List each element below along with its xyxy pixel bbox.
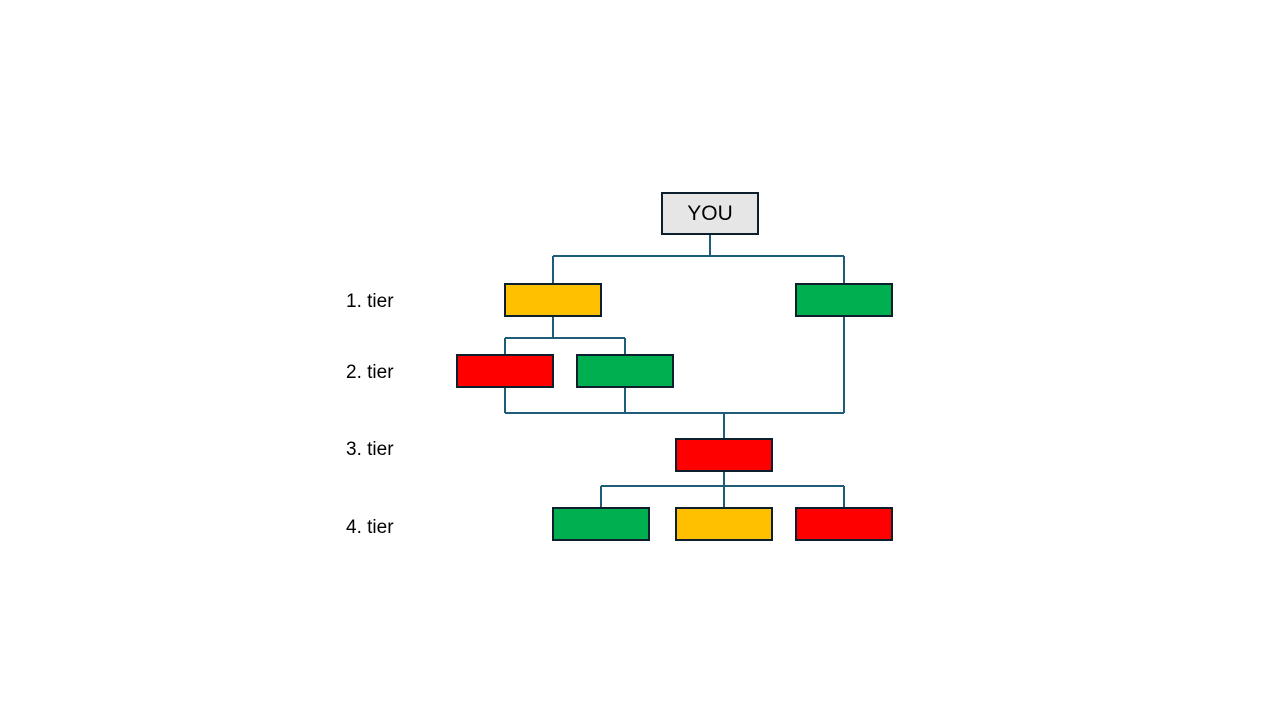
node-tier2-green [576,354,674,388]
node-tier4-yellow [675,507,773,541]
node-tier1-yellow [504,283,602,317]
node-you: YOU [661,192,759,235]
tier-label-3: 3. tier [346,439,394,460]
node-you-label: YOU [687,201,733,225]
tier-label-1: 1. tier [346,291,394,312]
node-tier2-red [456,354,554,388]
node-tier3-red [675,438,773,472]
tier-label-4: 4. tier [346,517,394,538]
tier-label-2: 2. tier [346,362,394,383]
node-tier1-green [795,283,893,317]
link-tier1-yellow-to-tier2 [504,317,626,354]
link-tier2-and-tier1-green-to-tier3 [504,317,845,438]
node-tier4-red [795,507,893,541]
node-tier4-green [552,507,650,541]
link-tier3-to-tier4 [600,472,845,507]
link-root-to-tier1 [552,235,845,283]
